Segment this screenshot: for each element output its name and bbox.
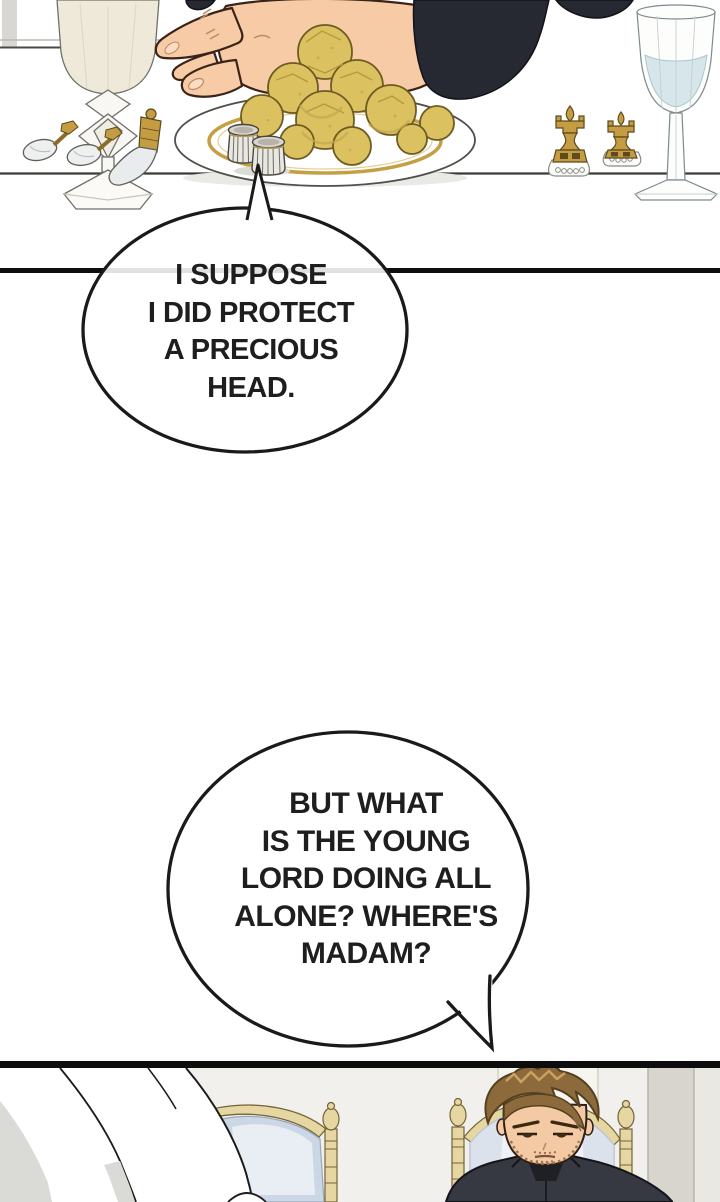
speech-bubble-2 [166,730,530,1053]
panel-border-line [0,1061,720,1068]
bubble2-line: IS THE YOUNG [261,824,471,858]
bubble1-line: A PRECIOUS [163,334,339,366]
bubble1-line: I SUPPOSE [175,259,327,291]
speech-bubble-1 [81,163,409,454]
eyebrows [512,1120,579,1129]
mouth [534,1154,556,1159]
dessert-spoons [22,120,123,167]
dark-sleeve [185,0,634,100]
bubble2-line: ALONE? WHERE'S [234,899,498,933]
hair [484,1064,600,1127]
fluted-dessert-cups [227,123,290,176]
bubble2-line: LORD DOING ALL [240,862,492,895]
gold-handled-knife [108,108,162,186]
bubble1-line: HEAD. [207,371,295,404]
stubble [509,1140,581,1166]
gold-cutlery-rests [547,105,642,177]
white-robed-figure [0,1067,267,1202]
water-goblet [633,4,719,201]
nose [542,1142,547,1151]
dining-hall-panel [0,1061,720,1202]
bubble2-text: BUT WHAT IS THE YOUNG LORD DOING ALL ALO… [216,785,516,973]
seated-man [444,1064,674,1202]
brow-scar [572,1116,582,1132]
bubble1-text: I SUPPOSE I DID PROTECT A PRECIOUS HEAD. [101,257,401,407]
wall-strip [647,1068,720,1202]
bubble2-line: BUT WHAT [289,787,443,820]
banquet-table-panel [0,0,720,210]
bubble1-line: I DID PROTECT [147,296,355,329]
bubble2-line: MADAM? [300,937,432,970]
shirt [444,1153,674,1202]
